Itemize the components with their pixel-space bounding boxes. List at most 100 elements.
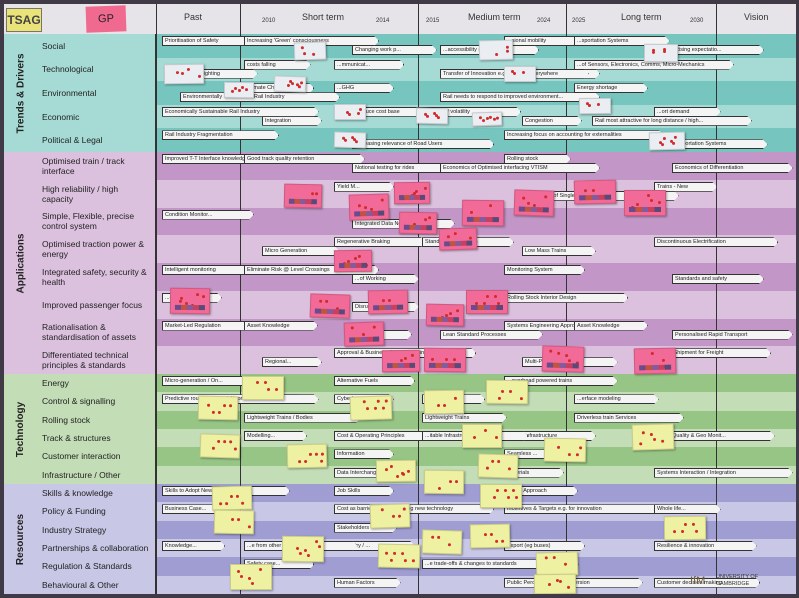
sticky-note-pink[interactable] bbox=[343, 321, 385, 347]
roadmap-arrow[interactable]: Micro Generation bbox=[262, 246, 340, 256]
roadmap-arrow[interactable]: Rising expectatio... bbox=[672, 45, 764, 55]
sticky-note-pink[interactable] bbox=[169, 287, 211, 315]
roadmap-arrow[interactable]: Congestion bbox=[522, 116, 582, 126]
sticky-note-yellow[interactable] bbox=[199, 433, 241, 459]
roadmap-arrow[interactable]: Asset Knowledge bbox=[574, 321, 648, 331]
roadmap-arrow[interactable]: Good track quality retention bbox=[244, 154, 365, 164]
sticky-note-white[interactable] bbox=[273, 75, 307, 93]
roadmap-arrow[interactable]: Rolling Stock Interior Design bbox=[504, 293, 628, 303]
roadmap-arrow[interactable]: Monitoring System bbox=[504, 265, 585, 275]
sticky-note-yellow[interactable] bbox=[213, 509, 255, 535]
roadmap-arrow[interactable]: Environmentally Sustainable Rail Industr… bbox=[180, 92, 340, 102]
sticky-note-yellow[interactable] bbox=[421, 529, 463, 555]
sticky-note-pink[interactable] bbox=[283, 183, 323, 209]
sticky-note-white[interactable] bbox=[504, 66, 536, 82]
roadmap-arrow[interactable]: Systems Interaction / Integration bbox=[654, 468, 793, 478]
roadmap-arrow[interactable]: Rolling stock bbox=[504, 154, 571, 164]
roadmap-arrow[interactable]: Lightweight Trains bbox=[422, 413, 507, 423]
roadmap-arrow[interactable]: ...ort demand bbox=[654, 107, 721, 117]
roadmap-arrow[interactable]: ...sportation Systems bbox=[672, 139, 768, 149]
roadmap-arrow[interactable]: Whole life... bbox=[654, 504, 721, 514]
roadmap-arrow[interactable]: ...erface modeling bbox=[574, 394, 659, 404]
sticky-note-pink[interactable] bbox=[438, 227, 478, 251]
sticky-note-yellow[interactable] bbox=[462, 424, 502, 448]
sticky-note-white[interactable] bbox=[163, 63, 205, 85]
roadmap-arrow[interactable]: costs falling bbox=[244, 60, 311, 70]
roadmap-arrow[interactable]: Job Skills bbox=[334, 486, 394, 496]
sticky-note-pink[interactable] bbox=[333, 249, 373, 273]
sticky-note-yellow[interactable] bbox=[543, 437, 587, 463]
sticky-note-pink[interactable] bbox=[398, 211, 438, 235]
sticky-note-white[interactable] bbox=[223, 81, 255, 99]
roadmap-arrow[interactable]: Driverless train Services bbox=[574, 413, 684, 423]
roadmap-arrow[interactable]: Rail needs to respond to improved enviro… bbox=[440, 92, 600, 102]
sticky-note-pink[interactable] bbox=[425, 303, 465, 327]
sticky-note-pink[interactable] bbox=[309, 293, 351, 319]
roadmap-arrow[interactable]: Resilience & innovation bbox=[654, 541, 757, 551]
sticky-note-yellow[interactable] bbox=[349, 395, 393, 421]
sticky-note-yellow[interactable] bbox=[281, 535, 325, 563]
sticky-note-pink[interactable] bbox=[541, 345, 585, 373]
sticky-note-pink[interactable] bbox=[393, 181, 431, 205]
roadmap-arrow[interactable]: Incentives & Targets e.g. for innovation bbox=[504, 504, 664, 514]
roadmap-arrow[interactable]: Market-Led Regulation bbox=[162, 321, 258, 331]
roadmap-arrow[interactable]: Increasing relevance of Road Users bbox=[352, 139, 494, 149]
sticky-note-pink[interactable] bbox=[573, 179, 617, 205]
sticky-note-pink[interactable] bbox=[466, 290, 508, 314]
roadmap-arrow[interactable]: ...e trade-offs & changes to standards bbox=[422, 559, 579, 569]
sticky-note-white[interactable] bbox=[293, 41, 327, 61]
sticky-note-yellow[interactable] bbox=[197, 395, 239, 421]
roadmap-arrow[interactable]: Eliminate Risk @ Level Crossings bbox=[244, 265, 379, 275]
sticky-note-white[interactable] bbox=[471, 111, 503, 127]
sticky-note-pink[interactable] bbox=[367, 289, 409, 315]
roadmap-arrow[interactable]: Economics of Differentiation bbox=[672, 163, 793, 173]
sticky-note-white[interactable] bbox=[648, 131, 686, 151]
roadmap-arrow[interactable]: Predictive routing, Control Algorithms bbox=[162, 394, 319, 404]
roadmap-arrow[interactable]: Economics of Optimised interfacing VTISM bbox=[440, 163, 600, 173]
sticky-note-yellow[interactable] bbox=[242, 376, 284, 400]
roadmap-arrow[interactable]: ...of Working bbox=[352, 274, 419, 284]
sticky-note-white[interactable] bbox=[643, 43, 679, 63]
roadmap-arrow[interactable]: Cost as barrier to implementing new tech… bbox=[334, 504, 494, 514]
roadmap-arrow[interactable]: ...mmunicat... bbox=[334, 60, 404, 70]
sticky-note-yellow[interactable] bbox=[423, 389, 465, 415]
roadmap-arrow[interactable]: Human Factors bbox=[334, 578, 401, 588]
sticky-note-pink[interactable] bbox=[381, 349, 421, 373]
sticky-note-pink[interactable] bbox=[624, 190, 666, 216]
sticky-note-white[interactable] bbox=[333, 131, 367, 149]
sticky-note-yellow[interactable] bbox=[369, 503, 411, 529]
roadmap-arrow[interactable]: Customer decision making bbox=[654, 578, 760, 588]
sticky-note-yellow[interactable] bbox=[663, 515, 707, 541]
roadmap-arrow[interactable]: Lightweight Trains / Bodies bbox=[244, 413, 361, 423]
roadmap-arrow[interactable]: Modelling... bbox=[244, 431, 307, 441]
sticky-note-pink[interactable] bbox=[513, 189, 555, 217]
roadmap-arrow[interactable]: Low Mass Trains bbox=[522, 246, 596, 256]
roadmap-arrow[interactable]: Standards and safety bbox=[672, 274, 764, 284]
sticky-note-yellow[interactable] bbox=[423, 469, 465, 495]
sticky-note-pink[interactable] bbox=[461, 199, 505, 227]
sticky-note-yellow[interactable] bbox=[469, 523, 511, 549]
sticky-note-yellow[interactable] bbox=[375, 459, 417, 483]
sticky-note-yellow[interactable] bbox=[477, 453, 519, 479]
sticky-note-yellow[interactable] bbox=[377, 543, 421, 569]
sticky-note-yellow[interactable] bbox=[230, 564, 272, 590]
roadmap-arrow[interactable]: Regenerative Braking bbox=[334, 237, 426, 247]
roadmap-arrow[interactable]: Lean Standard Processes bbox=[440, 330, 543, 340]
roadmap-arrow[interactable]: Economically Sustainable Rail Industry bbox=[162, 107, 319, 117]
roadmap-arrow[interactable]: Trains - New bbox=[654, 182, 717, 192]
sticky-note-yellow[interactable] bbox=[533, 573, 577, 594]
roadmap-arrow[interactable]: Alternative Fuels bbox=[334, 376, 415, 386]
roadmap-arrow[interactable]: Personalised Rapid Transport bbox=[672, 330, 793, 340]
roadmap-arrow[interactable]: Yield M... bbox=[334, 182, 394, 192]
roadmap-arrow[interactable]: Export (eg buses) bbox=[504, 541, 585, 551]
sticky-note-pink[interactable] bbox=[633, 347, 677, 375]
sticky-note-yellow[interactable] bbox=[485, 379, 529, 405]
roadmap-arrow[interactable]: ...GHG bbox=[334, 83, 394, 93]
sticky-note-white[interactable] bbox=[478, 39, 514, 61]
roadmap-arrow[interactable]: Rail Industry Fragmentation bbox=[162, 130, 279, 140]
roadmap-arrow[interactable]: Increasing focus on accounting for exter… bbox=[504, 130, 664, 140]
sticky-note-white[interactable] bbox=[334, 104, 366, 120]
roadmap-arrow[interactable]: ...sportation Systems bbox=[574, 36, 670, 46]
roadmap-arrow[interactable]: Regional... bbox=[262, 357, 322, 367]
sticky-note-yellow[interactable] bbox=[286, 443, 328, 469]
